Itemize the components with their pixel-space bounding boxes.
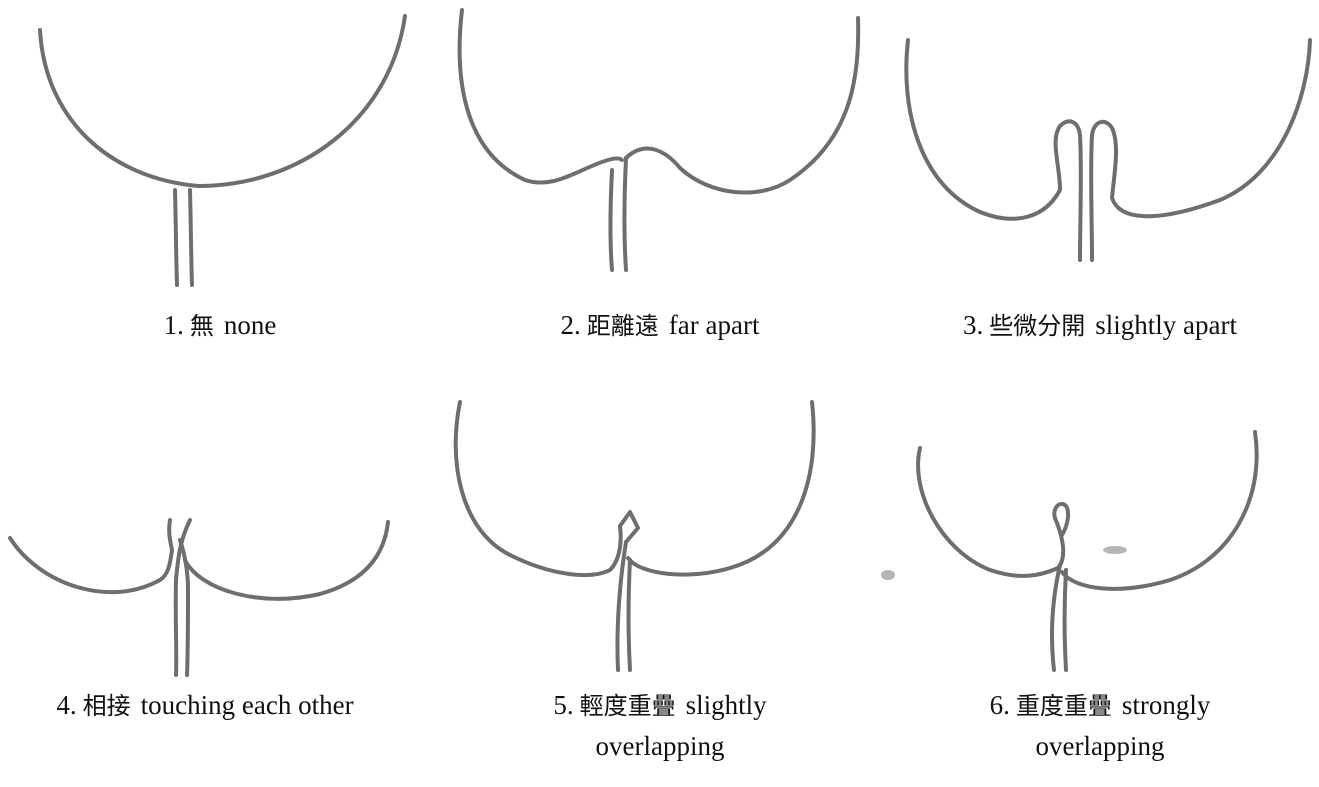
panel-2-far-apart: 2.距離遠 far apart [440,0,880,380]
caption-5-english: slightly [686,690,767,720]
caption-2-number: 2. [561,310,581,340]
caption-1: 1.無 none [60,305,380,346]
caption-3-english: slightly apart [1095,310,1237,340]
caption-1-number: 1. [164,310,184,340]
caption-5-english-line2: overlapping [480,726,840,766]
caption-2-chinese: 距離遠 [587,312,659,340]
panel-3-slightly-apart: 3.些微分開 slightly apart [880,0,1319,380]
caption-4-chinese: 相接 [83,692,131,720]
caption-1-chinese: 無 [190,312,214,340]
caption-3-chinese: 些微分開 [989,312,1085,340]
caption-2-english: far apart [669,310,760,340]
smudge-mark-left [881,570,895,580]
caption-6: 6.重度重疊 strongly overlapping [920,685,1280,766]
caption-6-number: 6. [990,690,1010,720]
caption-3-number: 3. [963,310,983,340]
caption-6-chinese: 重度重疊 [1016,692,1112,720]
caption-1-english: none [224,310,276,340]
smudge-mark-right [1103,546,1127,554]
caption-3: 3.些微分開 slightly apart [890,305,1310,346]
caption-2: 2.距離遠 far apart [480,305,840,346]
panel-4-touching: 4.相接 touching each other [0,380,440,787]
panel-5-slightly-overlapping: 5.輕度重疊 slightly overlapping [440,380,880,787]
caption-5-chinese: 輕度重疊 [580,692,676,720]
panel-6-strongly-overlapping: 6.重度重疊 strongly overlapping [880,380,1319,787]
panel-1-none: 1.無 none [0,0,440,380]
caption-4-english: touching each other [141,690,354,720]
caption-6-english: strongly [1122,690,1211,720]
caption-6-english-line2: overlapping [920,726,1280,766]
caption-5: 5.輕度重疊 slightly overlapping [480,685,840,766]
caption-4-number: 4. [56,690,76,720]
caption-4: 4.相接 touching each other [0,685,410,726]
caption-5-number: 5. [553,690,573,720]
